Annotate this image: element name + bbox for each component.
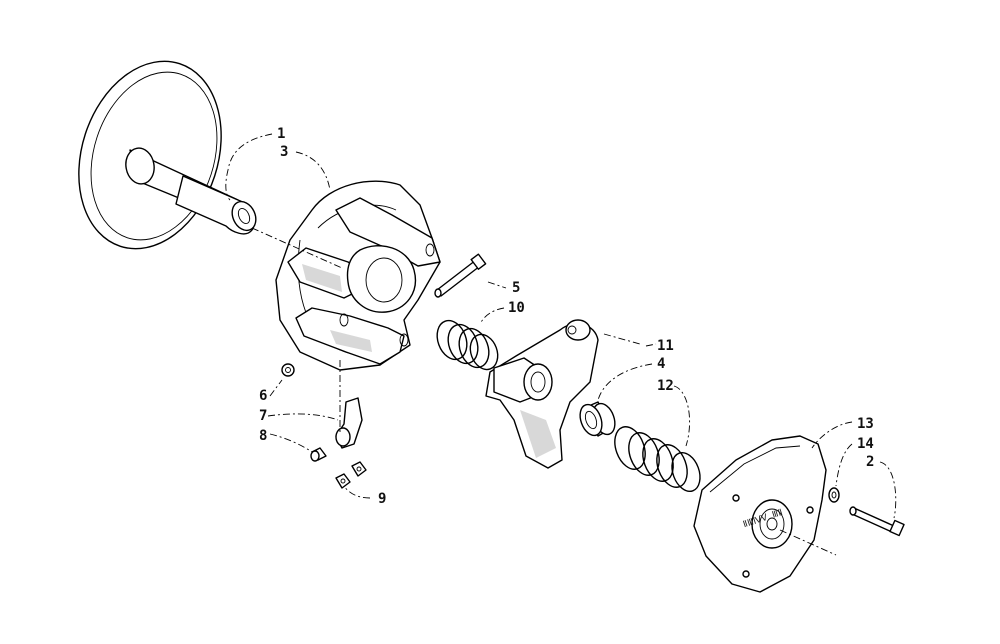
spider-housing-part-3 xyxy=(251,180,441,371)
bolt-part-5 xyxy=(434,253,487,298)
callout-5: 5 xyxy=(512,280,520,296)
large-spring-part-12 xyxy=(614,426,701,493)
callout-8: 8 xyxy=(259,428,267,444)
pin-part-8 xyxy=(310,447,327,462)
small-spring-part-10 xyxy=(436,319,499,371)
cover-plate-part-13: ⅡⅢⅣⅤ ⅢⅡ xyxy=(693,435,837,593)
cam-arm-part-7 xyxy=(335,360,363,449)
callout-6: 6 xyxy=(259,388,267,404)
callout-13: 13 xyxy=(857,416,874,432)
nut-part-6 xyxy=(281,363,295,377)
callout-3: 3 xyxy=(280,144,288,160)
bracket-part-11 xyxy=(485,319,641,469)
callout-labels: 1 3 5 10 11 4 12 6 7 8 9 13 14 2 xyxy=(259,126,874,507)
leader-lines xyxy=(225,133,897,519)
callout-12: 12 xyxy=(657,378,674,394)
washers-part-9 xyxy=(335,461,367,489)
bushing-part-4 xyxy=(579,401,616,437)
callout-14: 14 xyxy=(857,436,874,452)
callout-10: 10 xyxy=(508,300,525,316)
cap-screw-part-2 xyxy=(849,506,905,537)
washer-part-14 xyxy=(828,487,840,503)
callout-7: 7 xyxy=(259,408,267,424)
sheave-disc-part-1 xyxy=(78,60,257,250)
callout-1: 1 xyxy=(277,126,285,142)
callout-4: 4 xyxy=(657,356,665,372)
callout-11: 11 xyxy=(657,338,674,354)
callout-2: 2 xyxy=(866,454,874,470)
callout-9: 9 xyxy=(378,491,386,507)
